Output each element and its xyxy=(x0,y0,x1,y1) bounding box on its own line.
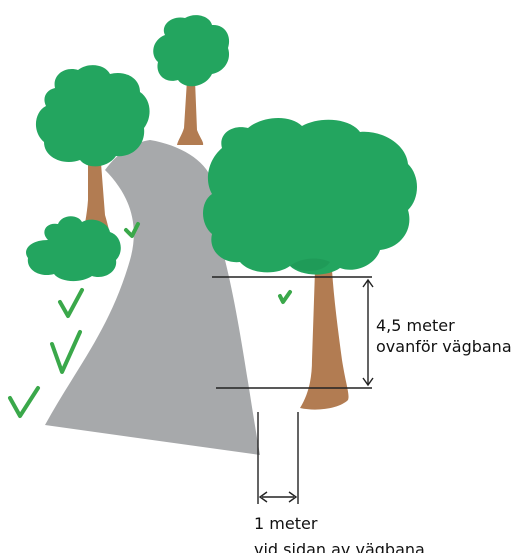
grass-tick xyxy=(10,388,38,416)
grass-tick xyxy=(60,290,82,316)
tree-foliage xyxy=(203,118,417,275)
bush xyxy=(26,216,121,281)
tree-foliage xyxy=(153,15,229,86)
side-description-label: vid sidan av vägbana xyxy=(254,539,425,553)
grass-tick xyxy=(280,292,290,302)
height-value-label: 4,5 meter xyxy=(376,315,455,336)
side-measurement xyxy=(258,412,298,504)
side-value-label: 1 meter xyxy=(254,513,317,534)
height-description-label: ovanför vägbana xyxy=(376,336,512,357)
tree-foliage xyxy=(36,65,150,166)
tree-small-top xyxy=(153,15,229,145)
grass-tick xyxy=(52,332,80,372)
tree-trunk xyxy=(177,80,203,145)
